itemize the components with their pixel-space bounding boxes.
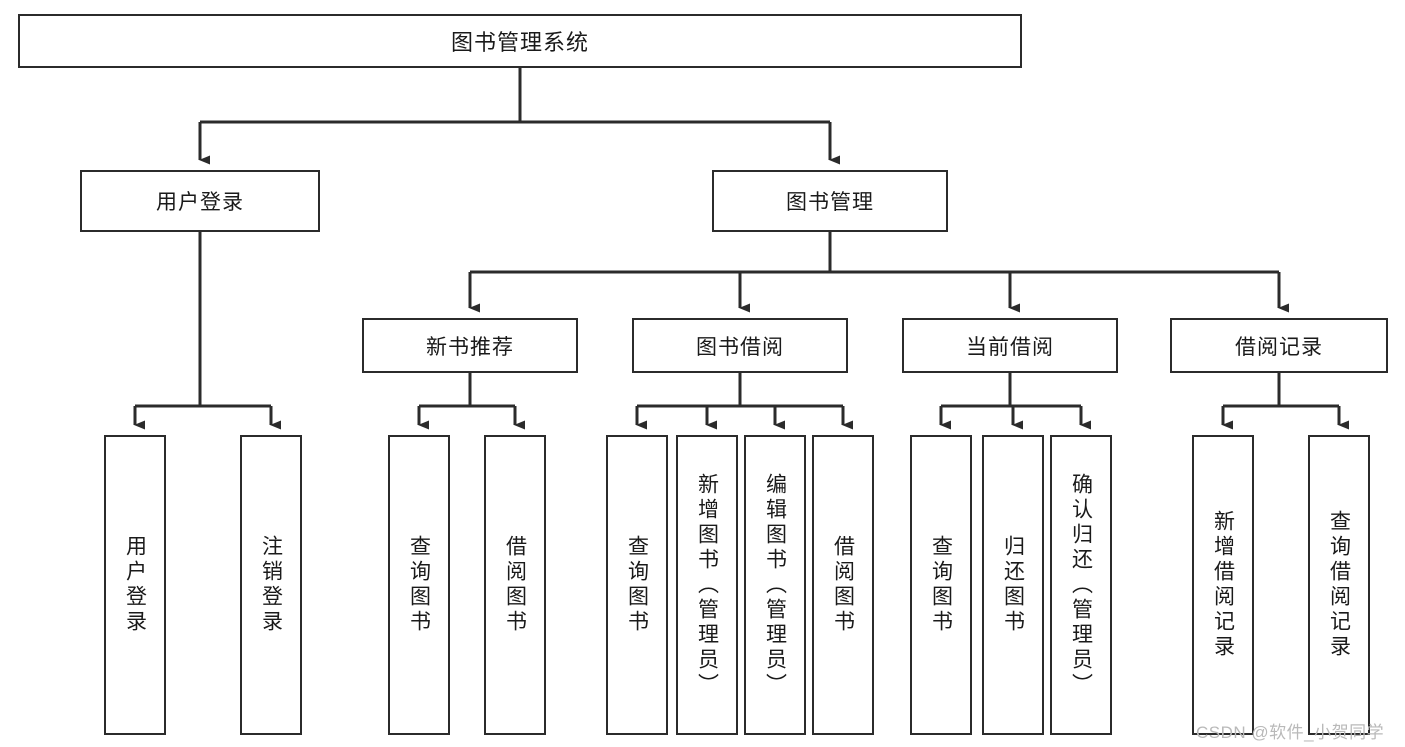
node-book-management-label: 图书管理 — [786, 191, 874, 214]
leaf-query-book-borrow-label: 查询图书 — [625, 535, 649, 635]
node-current-borrow[interactable]: 当前借阅 — [902, 318, 1118, 373]
leaf-return-book-label: 归还图书 — [1001, 535, 1025, 635]
node-user-login-label: 用户登录 — [156, 191, 244, 214]
leaf-query-book-borrow[interactable]: 查询图书 — [606, 435, 668, 735]
leaf-logout-login[interactable]: 注销登录 — [240, 435, 302, 735]
leaf-add-book-admin[interactable]: 新增图书（管理员） — [676, 435, 738, 735]
node-borrow-record[interactable]: 借阅记录 — [1170, 318, 1388, 373]
leaf-user-login[interactable]: 用户登录 — [104, 435, 166, 735]
leaf-add-borrow-record[interactable]: 新增借阅记录 — [1192, 435, 1254, 735]
leaf-add-borrow-record-label: 新增借阅记录 — [1211, 510, 1235, 660]
leaf-confirm-return-admin[interactable]: 确认归还（管理员） — [1050, 435, 1112, 735]
leaf-query-book-recommend[interactable]: 查询图书 — [388, 435, 450, 735]
node-root[interactable]: 图书管理系统 — [18, 14, 1022, 68]
node-root-label: 图书管理系统 — [450, 30, 589, 55]
leaf-borrow-book-label: 借阅图书 — [831, 535, 855, 635]
node-book-borrow-label: 图书借阅 — [696, 335, 784, 359]
leaf-confirm-return-admin-label: 确认归还（管理员） — [1069, 472, 1093, 698]
csdn-watermark: CSDN @软件_小贺同学 — [1196, 723, 1385, 742]
leaf-logout-login-label: 注销登录 — [259, 535, 283, 635]
node-current-borrow-label: 当前借阅 — [966, 335, 1054, 359]
node-borrow-record-label: 借阅记录 — [1235, 335, 1323, 359]
node-new-book-recommend-label: 新书推荐 — [426, 335, 514, 359]
leaf-edit-book-admin-label: 编辑图书（管理员） — [763, 472, 787, 698]
leaf-borrow-book[interactable]: 借阅图书 — [812, 435, 874, 735]
leaf-return-book[interactable]: 归还图书 — [982, 435, 1044, 735]
node-user-login[interactable]: 用户登录 — [80, 170, 320, 232]
leaf-query-book-current[interactable]: 查询图书 — [910, 435, 972, 735]
leaf-query-book-current-label: 查询图书 — [929, 535, 953, 635]
leaf-query-borrow-record[interactable]: 查询借阅记录 — [1308, 435, 1370, 735]
leaf-borrow-book-recommend[interactable]: 借阅图书 — [484, 435, 546, 735]
leaf-query-book-recommend-label: 查询图书 — [407, 535, 431, 635]
node-book-management[interactable]: 图书管理 — [712, 170, 948, 232]
node-book-borrow[interactable]: 图书借阅 — [632, 318, 848, 373]
leaf-query-borrow-record-label: 查询借阅记录 — [1327, 510, 1351, 660]
leaf-user-login-label: 用户登录 — [123, 535, 147, 635]
leaf-edit-book-admin[interactable]: 编辑图书（管理员） — [744, 435, 806, 735]
leaf-borrow-book-recommend-label: 借阅图书 — [503, 535, 527, 635]
node-new-book-recommend[interactable]: 新书推荐 — [362, 318, 578, 373]
leaf-add-book-admin-label: 新增图书（管理员） — [695, 472, 719, 698]
